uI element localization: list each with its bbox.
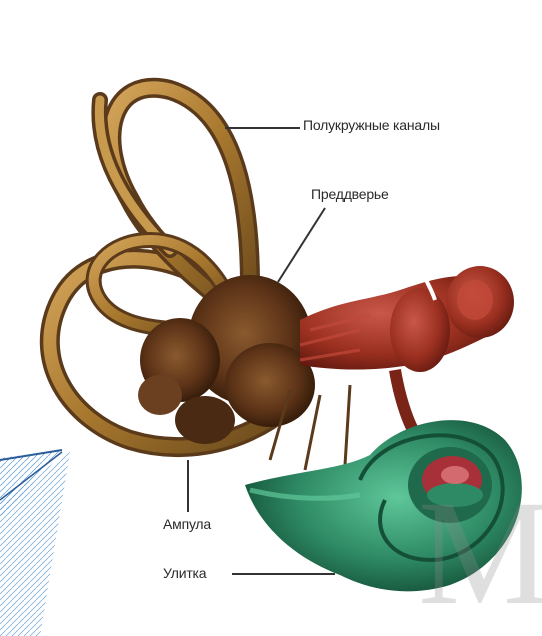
watermark-logo: M [418, 478, 542, 628]
label-semicircular-canals: Полукружные каналы [303, 117, 440, 133]
leader-vestibule [278, 208, 325, 282]
label-ampulla: Ампула [163, 516, 211, 532]
vestibule [138, 275, 315, 444]
label-vestibule: Преддверье [311, 186, 389, 202]
label-cochlea: Улитка [163, 565, 206, 581]
slide-hatch-decoration [0, 450, 70, 636]
